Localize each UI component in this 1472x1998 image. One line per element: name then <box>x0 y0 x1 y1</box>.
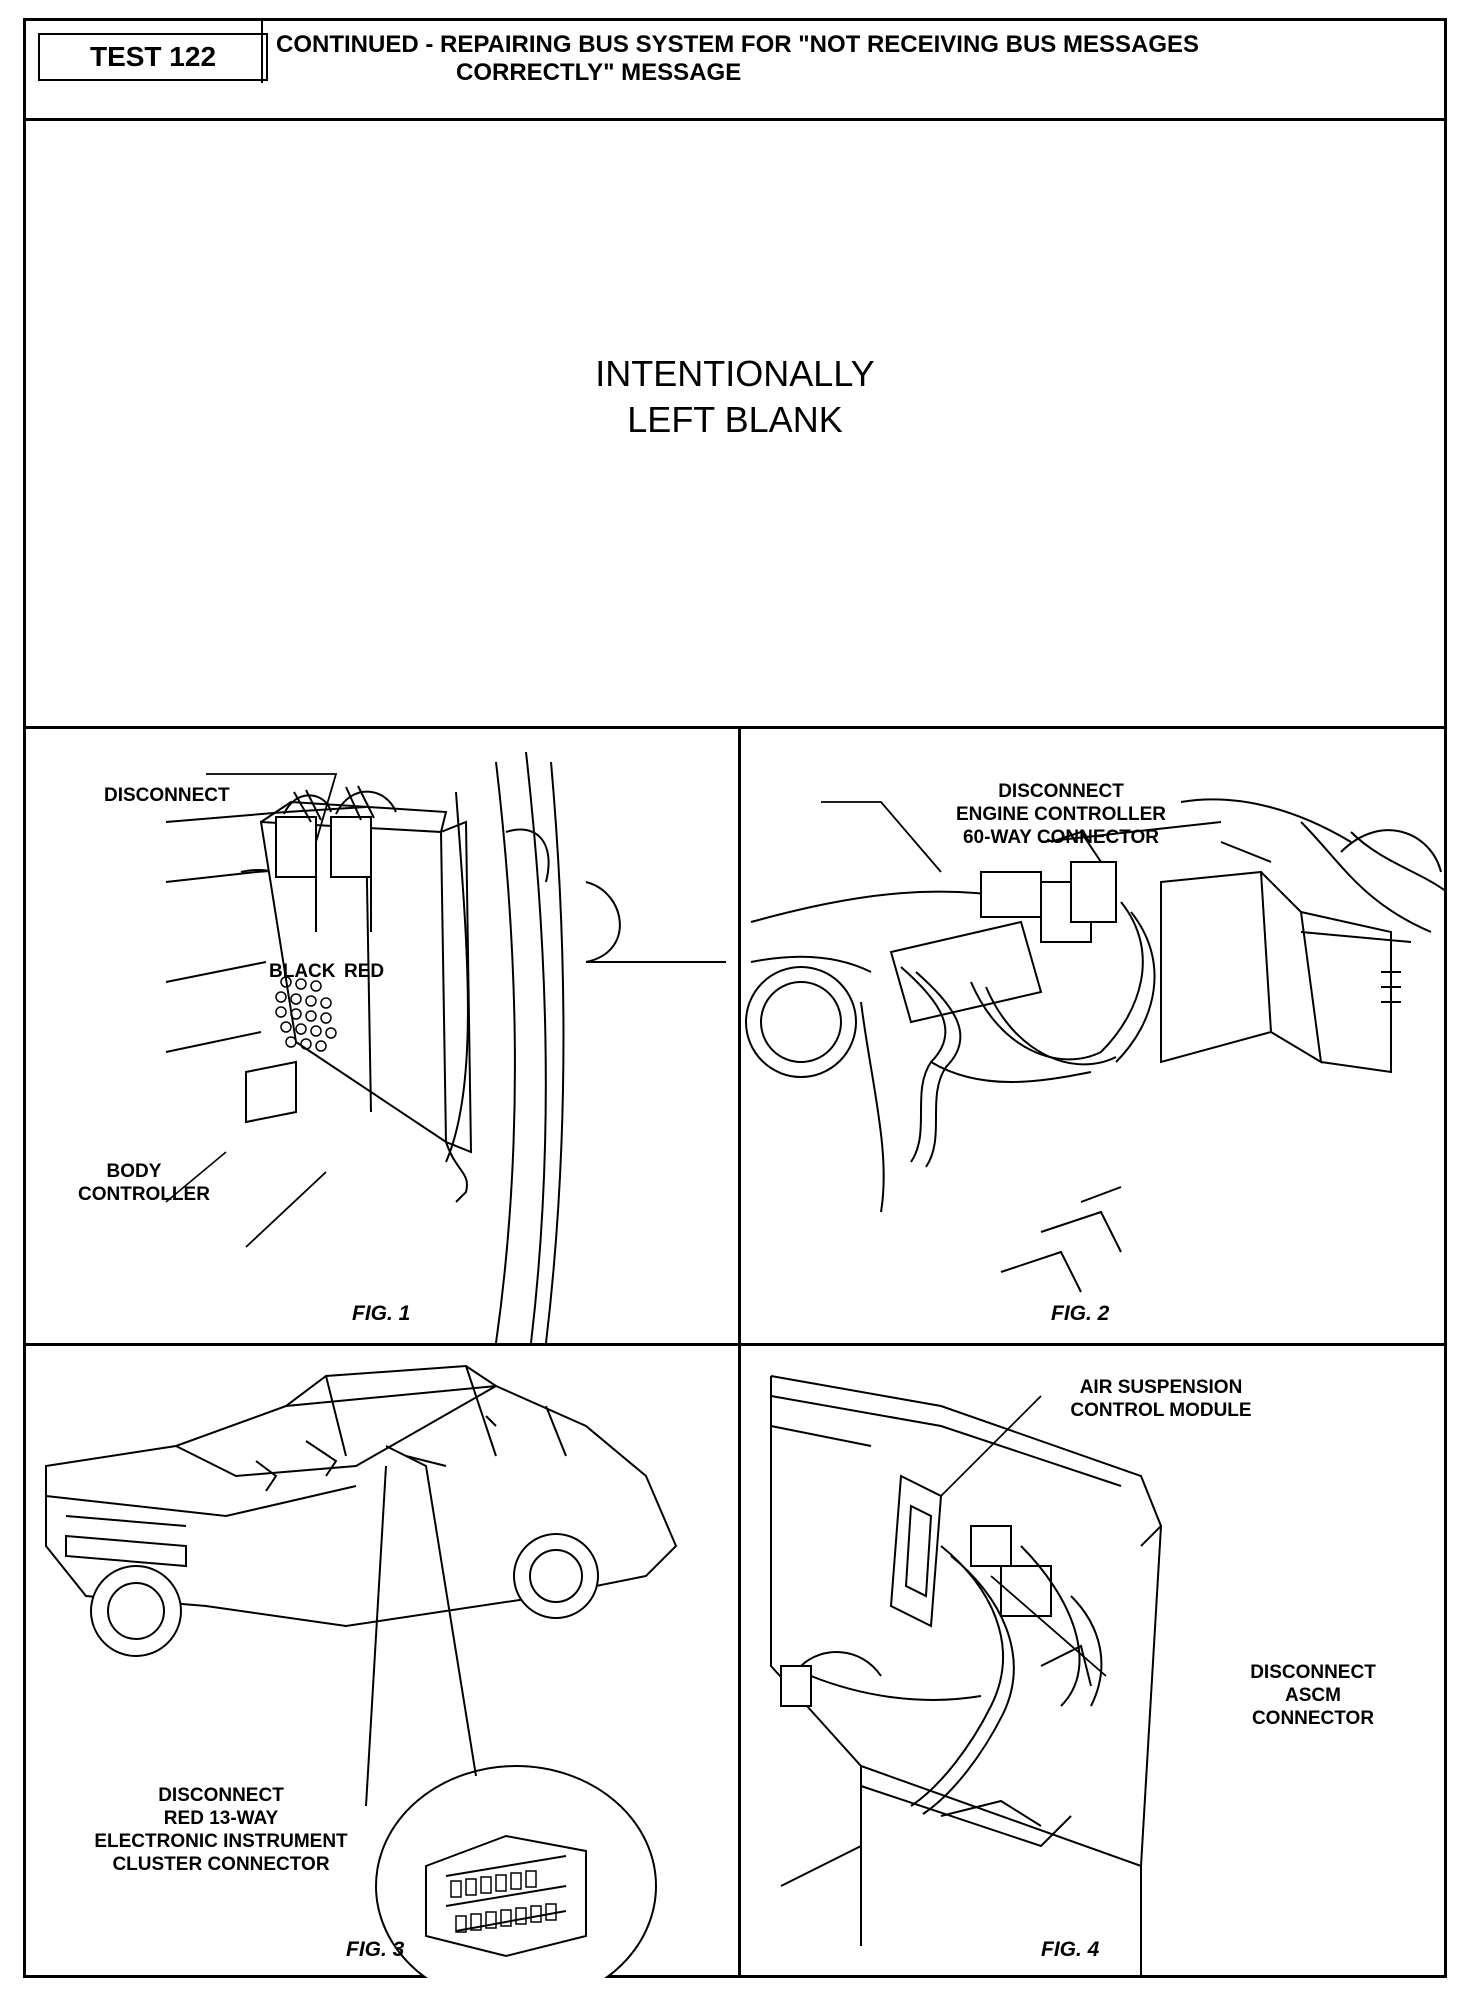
fig4-module-line-2: CONTROL MODULE <box>1070 1400 1252 1421</box>
title-line-1: CONTINUED - REPAIRING BUS SYSTEM FOR "NO… <box>276 31 1200 58</box>
fig1-body-text: BODY <box>106 1161 162 1182</box>
header-divider <box>261 21 263 83</box>
figure-2: DISCONNECT ENGINE CONTROLLER 60-WAY CONN… <box>741 732 1447 1343</box>
fig4-conn-line-3: CONNECTOR <box>1251 1708 1375 1729</box>
header: TEST 122 CONTINUED - REPAIRING BUS SYSTE… <box>26 21 1444 121</box>
figure-1: DISCONNECT BLACK RED BODY CONTROLLER FIG… <box>26 732 738 1343</box>
figure-3: DISCONNECT RED 13-WAY ELECTRONIC INSTRUM… <box>26 1346 738 1978</box>
fig4-connector-label: DISCONNECT ASCM CONNECTOR <box>1223 1661 1403 1730</box>
blank-line-2: LEFT BLANK <box>627 399 843 440</box>
fig1-red-label: RED <box>344 961 385 982</box>
fig2-line-2: ENGINE CONTROLLER <box>955 804 1167 825</box>
fig4-conn-line-1: DISCONNECT <box>1250 1662 1376 1683</box>
intentionally-blank-notice: INTENTIONALLY LEFT BLANK <box>26 351 1444 443</box>
grid-divider-vertical <box>738 729 741 1978</box>
fig1-body-controller-label: BODY CONTROLLER <box>78 1160 210 1206</box>
test-number: TEST 122 <box>38 33 268 81</box>
page-title: CONTINUED - REPAIRING BUS SYSTEM FOR "NO… <box>276 31 1416 87</box>
fig2-line-1: DISCONNECT <box>998 781 1124 802</box>
fig4-conn-line-2: ASCM <box>1285 1685 1341 1706</box>
fig4-caption: FIG. 4 <box>1041 1938 1100 1961</box>
fig1-black-label: BLACK <box>269 961 336 982</box>
fig3-caption: FIG. 3 <box>346 1938 405 1961</box>
vehicle-cluster-illustration <box>45 1364 678 1978</box>
fig3-line-1: DISCONNECT <box>158 1785 284 1806</box>
blank-line-1: INTENTIONALLY <box>595 353 875 394</box>
fig4-module-line-1: AIR SUSPENSION <box>1079 1377 1243 1398</box>
title-line-2: CORRECTLY" MESSAGE <box>456 59 742 86</box>
grid-divider-horizontal <box>26 1343 1444 1346</box>
fig2-caption: FIG. 2 <box>1051 1302 1110 1325</box>
page-frame: TEST 122 CONTINUED - REPAIRING BUS SYSTE… <box>23 18 1447 1978</box>
fig1-caption: FIG. 1 <box>352 1302 411 1325</box>
fig2-line-3: 60-WAY CONNECTOR <box>962 827 1160 848</box>
fig3-line-3: ELECTRONIC INSTRUMENT <box>94 1831 348 1852</box>
blank-section: INTENTIONALLY LEFT BLANK <box>26 121 1444 729</box>
fig4-module-label: AIR SUSPENSION CONTROL MODULE <box>1041 1376 1281 1422</box>
fig1-controller-text: CONTROLLER <box>78 1184 210 1205</box>
figure-4: AIR SUSPENSION CONTROL MODULE DISCONNECT… <box>741 1346 1447 1978</box>
engine-controller-illustration <box>745 798 1447 1293</box>
fig1-disconnect-label: DISCONNECT <box>104 785 230 806</box>
fig3-line-4: CLUSTER CONNECTOR <box>112 1854 330 1875</box>
fig3-connector-label: DISCONNECT RED 13-WAY ELECTRONIC INSTRUM… <box>71 1784 371 1876</box>
body-controller-illustration <box>165 751 726 1343</box>
air-suspension-illustration <box>770 1375 1163 1978</box>
fig2-connector-label: DISCONNECT ENGINE CONTROLLER 60-WAY CONN… <box>931 780 1191 849</box>
fig3-line-2: RED 13-WAY <box>163 1808 279 1829</box>
